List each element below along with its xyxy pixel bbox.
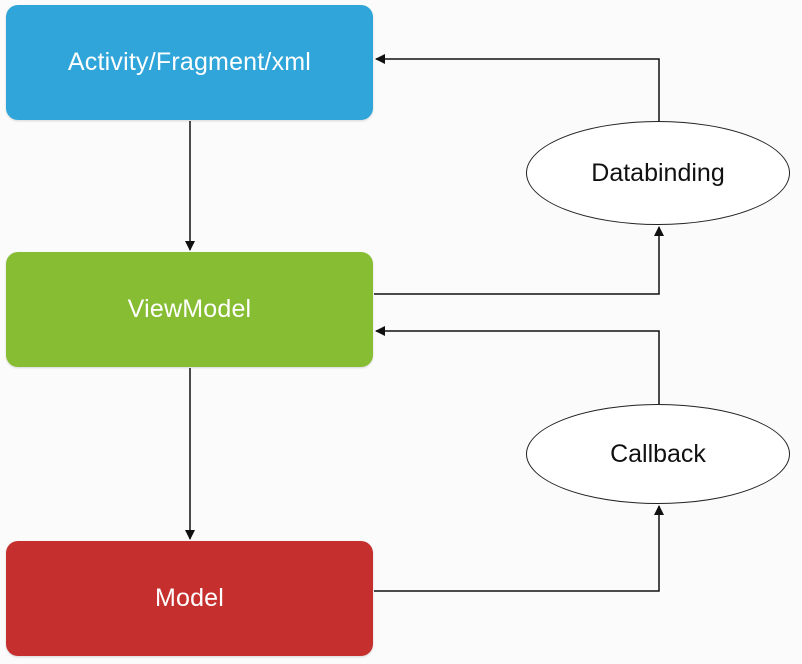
arrow-databinding-to-activity xyxy=(375,54,660,121)
viewmodel-node: ViewModel xyxy=(6,252,373,367)
arrow-model-to-callback xyxy=(374,505,664,592)
viewmodel-node-label: ViewModel xyxy=(127,295,252,323)
databinding-node: Databinding xyxy=(526,121,790,225)
activity-fragment-xml-node: Activity/Fragment/xml xyxy=(6,5,373,120)
model-node-label: Model xyxy=(154,584,225,612)
databinding-node-label: Databinding xyxy=(591,158,725,187)
activity-node-label: Activity/Fragment/xml xyxy=(67,48,312,76)
callback-node-label: Callback xyxy=(610,439,706,468)
callback-node: Callback xyxy=(526,404,790,504)
arrow-viewmodel-to-databinding xyxy=(374,226,664,295)
model-node: Model xyxy=(6,541,373,656)
arrow-callback-to-viewmodel xyxy=(375,326,660,404)
